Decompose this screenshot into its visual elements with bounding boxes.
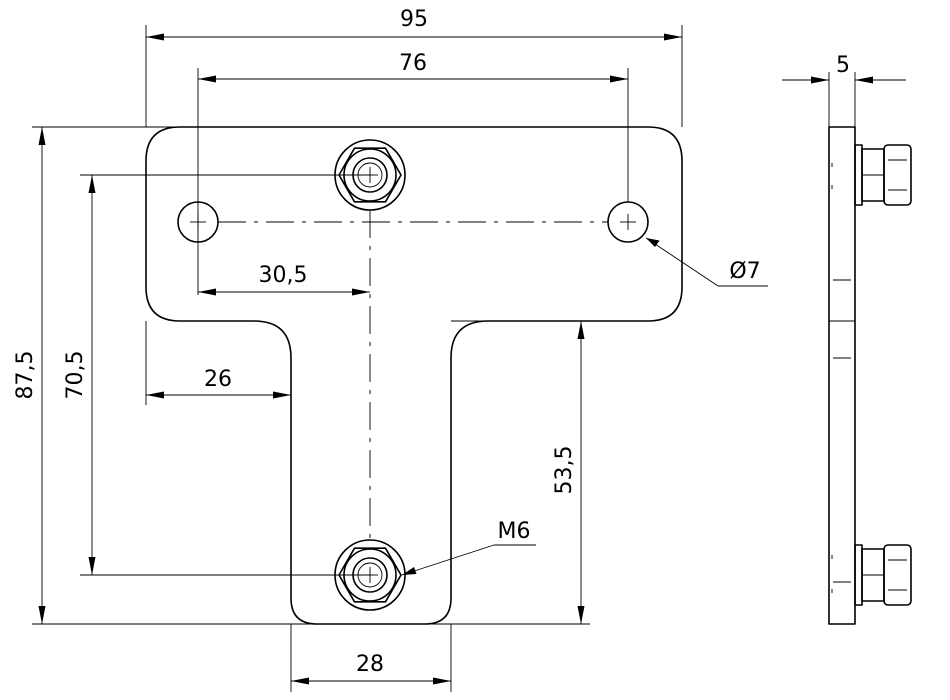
dimension-stem-length: 53,5: [451, 320, 592, 624]
dimension-nut-spacing-label: 70,5: [63, 351, 88, 400]
hole-diameter-callout: Ø7: [645, 237, 768, 287]
dimension-overall-height: 87,5: [13, 126, 590, 625]
dimension-stem-length-label: 53,5: [552, 446, 577, 495]
lower-nut-side: [854, 544, 912, 606]
dimension-hole-spacing: 76: [197, 51, 629, 295]
dimension-thickness: 5: [782, 53, 906, 127]
right-mounting-hole: [607, 201, 649, 243]
dimension-overall-height-label: 87,5: [13, 351, 38, 400]
thread-label: M6: [498, 519, 531, 544]
side-view: [828, 126, 912, 625]
thread-callout: M6: [401, 519, 536, 576]
dimension-thickness-label: 5: [836, 53, 850, 78]
dimension-hole-to-nut-label: 30,5: [259, 263, 308, 288]
dimension-hole-spacing-label: 76: [399, 51, 427, 76]
hole-diameter-label: Ø7: [729, 259, 760, 284]
dimension-stem-width-label: 28: [356, 652, 384, 677]
dimension-overall-width: 95: [145, 7, 683, 127]
dimension-hole-to-nut: 30,5: [198, 263, 370, 296]
dimension-overall-width-label: 95: [400, 7, 428, 32]
dimension-flange-to-stem-label: 26: [204, 367, 232, 392]
dimension-flange-to-stem: 26: [145, 321, 291, 405]
dimension-nut-spacing: 70,5: [63, 174, 370, 576]
side-view-plate: [828, 126, 856, 625]
dimension-stem-width: 28: [290, 624, 452, 692]
upper-nut-side: [854, 144, 912, 206]
